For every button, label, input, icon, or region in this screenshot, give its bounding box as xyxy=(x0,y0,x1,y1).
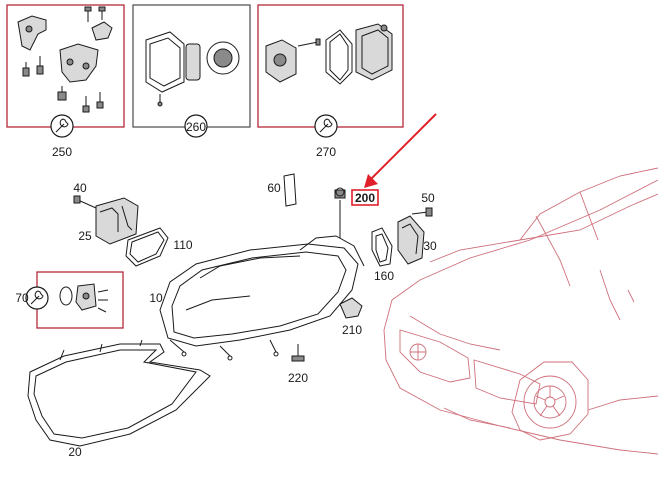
kit-250[interactable]: 250 xyxy=(6,4,125,159)
wrench-icon xyxy=(25,286,49,310)
part-10-label: 10 xyxy=(149,291,163,305)
part-200-label: 200 xyxy=(355,191,375,205)
part-70-label: 70 xyxy=(15,291,29,305)
kit-270[interactable]: 270 xyxy=(257,4,404,159)
kit-270-label: 270 xyxy=(316,145,336,159)
kit-260-parts xyxy=(145,31,240,107)
part-60-label: 60 xyxy=(267,181,281,195)
part-50[interactable]: 50 xyxy=(411,191,435,217)
part-25[interactable]: 25 xyxy=(78,197,139,245)
part-50-label: 50 xyxy=(421,191,435,205)
part-30-label: 30 xyxy=(423,239,437,253)
wrench-icon xyxy=(184,114,208,138)
part-20-label: 20 xyxy=(68,445,82,459)
part-40[interactable]: 40 xyxy=(73,181,97,209)
part-210-label: 210 xyxy=(342,323,362,337)
part-25-label: 25 xyxy=(78,229,92,243)
part-210[interactable]: 210 xyxy=(339,297,363,337)
kit-260-label: 260 xyxy=(186,120,206,134)
part-20[interactable]: 20 xyxy=(27,339,211,459)
vehicle-outline xyxy=(383,167,658,455)
kit-250-label: 250 xyxy=(52,145,72,159)
part-10[interactable]: 10 xyxy=(149,235,365,361)
wrench-icon xyxy=(314,114,338,138)
part-60[interactable]: 60 xyxy=(267,173,297,207)
part-160[interactable]: 160 xyxy=(371,227,394,283)
kit-70-parts xyxy=(59,283,109,313)
kit-70[interactable]: 70 xyxy=(15,271,124,329)
part-220[interactable]: 220 xyxy=(288,344,308,385)
highlight-arrow xyxy=(364,113,437,188)
part-160-label: 160 xyxy=(374,269,394,283)
part-30[interactable]: 30 xyxy=(397,215,437,265)
part-200[interactable]: 200 xyxy=(334,187,379,238)
part-40-label: 40 xyxy=(73,181,87,195)
kit-260[interactable]: 260 xyxy=(132,4,251,138)
kit-250-parts xyxy=(17,6,113,113)
part-110-label: 110 xyxy=(173,238,192,252)
part-110[interactable]: 110 xyxy=(125,227,193,267)
wrench-icon xyxy=(50,114,74,138)
part-220-label: 220 xyxy=(288,371,308,385)
part-200-highlight-box xyxy=(351,189,379,206)
kit-270-parts xyxy=(265,23,393,85)
